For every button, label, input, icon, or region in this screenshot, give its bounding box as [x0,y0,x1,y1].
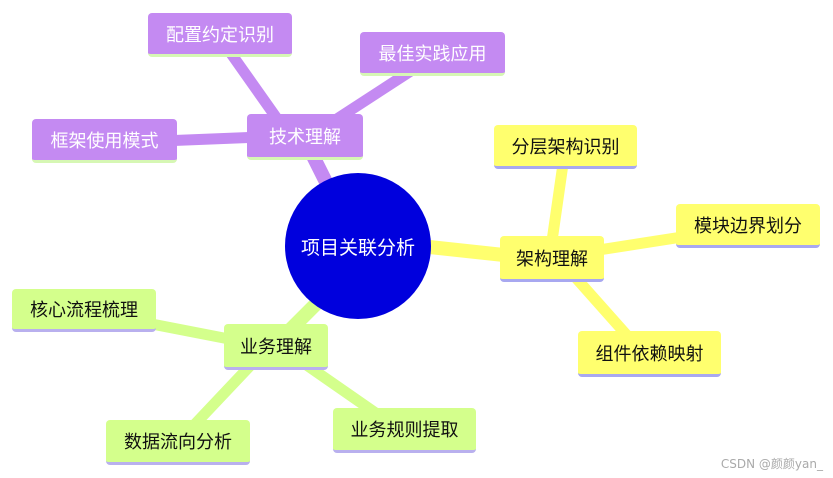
leaf-best-practice[interactable]: 最佳实践应用 [360,32,505,76]
leaf-label: 分层架构识别 [511,136,620,158]
branch-label: 技术理解 [269,126,341,148]
branch-tech[interactable]: 技术理解 [247,114,363,160]
leaf-component[interactable]: 组件依赖映射 [578,331,721,377]
leaf-label: 最佳实践应用 [378,43,487,65]
leaf-label: 数据流向分析 [124,432,232,453]
root-label: 项目关联分析 [300,236,415,259]
leaf-framework[interactable]: 框架使用模式 [32,119,177,163]
watermark: CSDN @颜颜yan_ [720,457,823,471]
leaf-layer[interactable]: 分层架构识别 [494,125,637,169]
leaf-label: 核心流程梳理 [30,300,138,321]
leaf-label: 业务规则提取 [350,420,459,441]
leaf-label: 配置约定识别 [166,24,274,46]
branch-label: 架构理解 [516,248,588,270]
leaf-module[interactable]: 模块边界划分 [676,204,820,248]
leaf-data-flow[interactable]: 数据流向分析 [106,420,250,465]
leaf-core-flow[interactable]: 核心流程梳理 [12,289,156,332]
leaf-rules[interactable]: 业务规则提取 [333,408,476,453]
branch-arch[interactable]: 架构理解 [500,236,604,282]
leaf-label: 框架使用模式 [50,130,159,152]
leaf-label: 模块边界划分 [694,215,802,237]
leaf-label: 组件依赖映射 [595,343,704,365]
branch-label: 业务理解 [240,336,312,358]
leaf-config[interactable]: 配置约定识别 [148,13,292,57]
branch-biz[interactable]: 业务理解 [224,324,328,370]
root-node[interactable]: 项目关联分析 [285,173,431,319]
